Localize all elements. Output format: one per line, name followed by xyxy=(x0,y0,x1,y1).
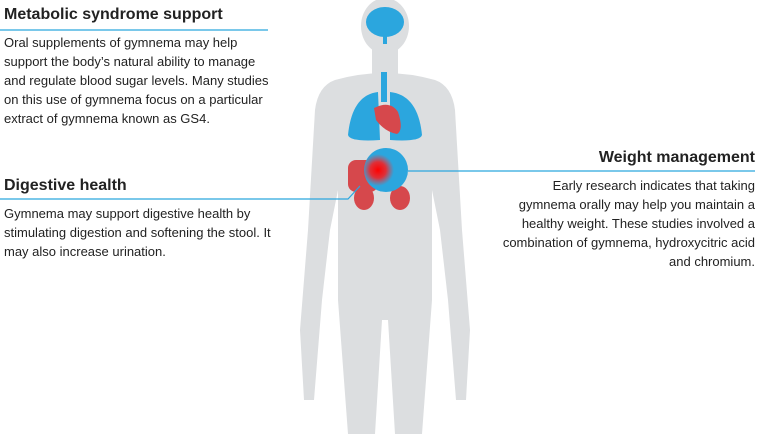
heart-icon xyxy=(374,104,401,134)
metabolic-title: Metabolic syndrome support xyxy=(4,6,223,23)
weight-text: Early research indicates that taking gym… xyxy=(502,178,755,269)
digestive-section: Digestive health Gymnema may support dig… xyxy=(4,177,274,261)
metabolic-text: Oral supplements of gymnema may help sup… xyxy=(4,35,269,126)
leader-lines xyxy=(0,29,755,200)
weight-section: Weight management Early research indicat… xyxy=(495,149,755,271)
digestive-text: Gymnema may support digestive health by … xyxy=(4,206,271,259)
metabolic-section: Metabolic syndrome support Oral suppleme… xyxy=(4,6,274,128)
digestive-title: Digestive health xyxy=(4,177,127,194)
highlight-glow xyxy=(362,154,394,186)
body-silhouette xyxy=(300,0,470,434)
weight-title: Weight management xyxy=(598,149,755,166)
brain-icon xyxy=(366,7,404,44)
